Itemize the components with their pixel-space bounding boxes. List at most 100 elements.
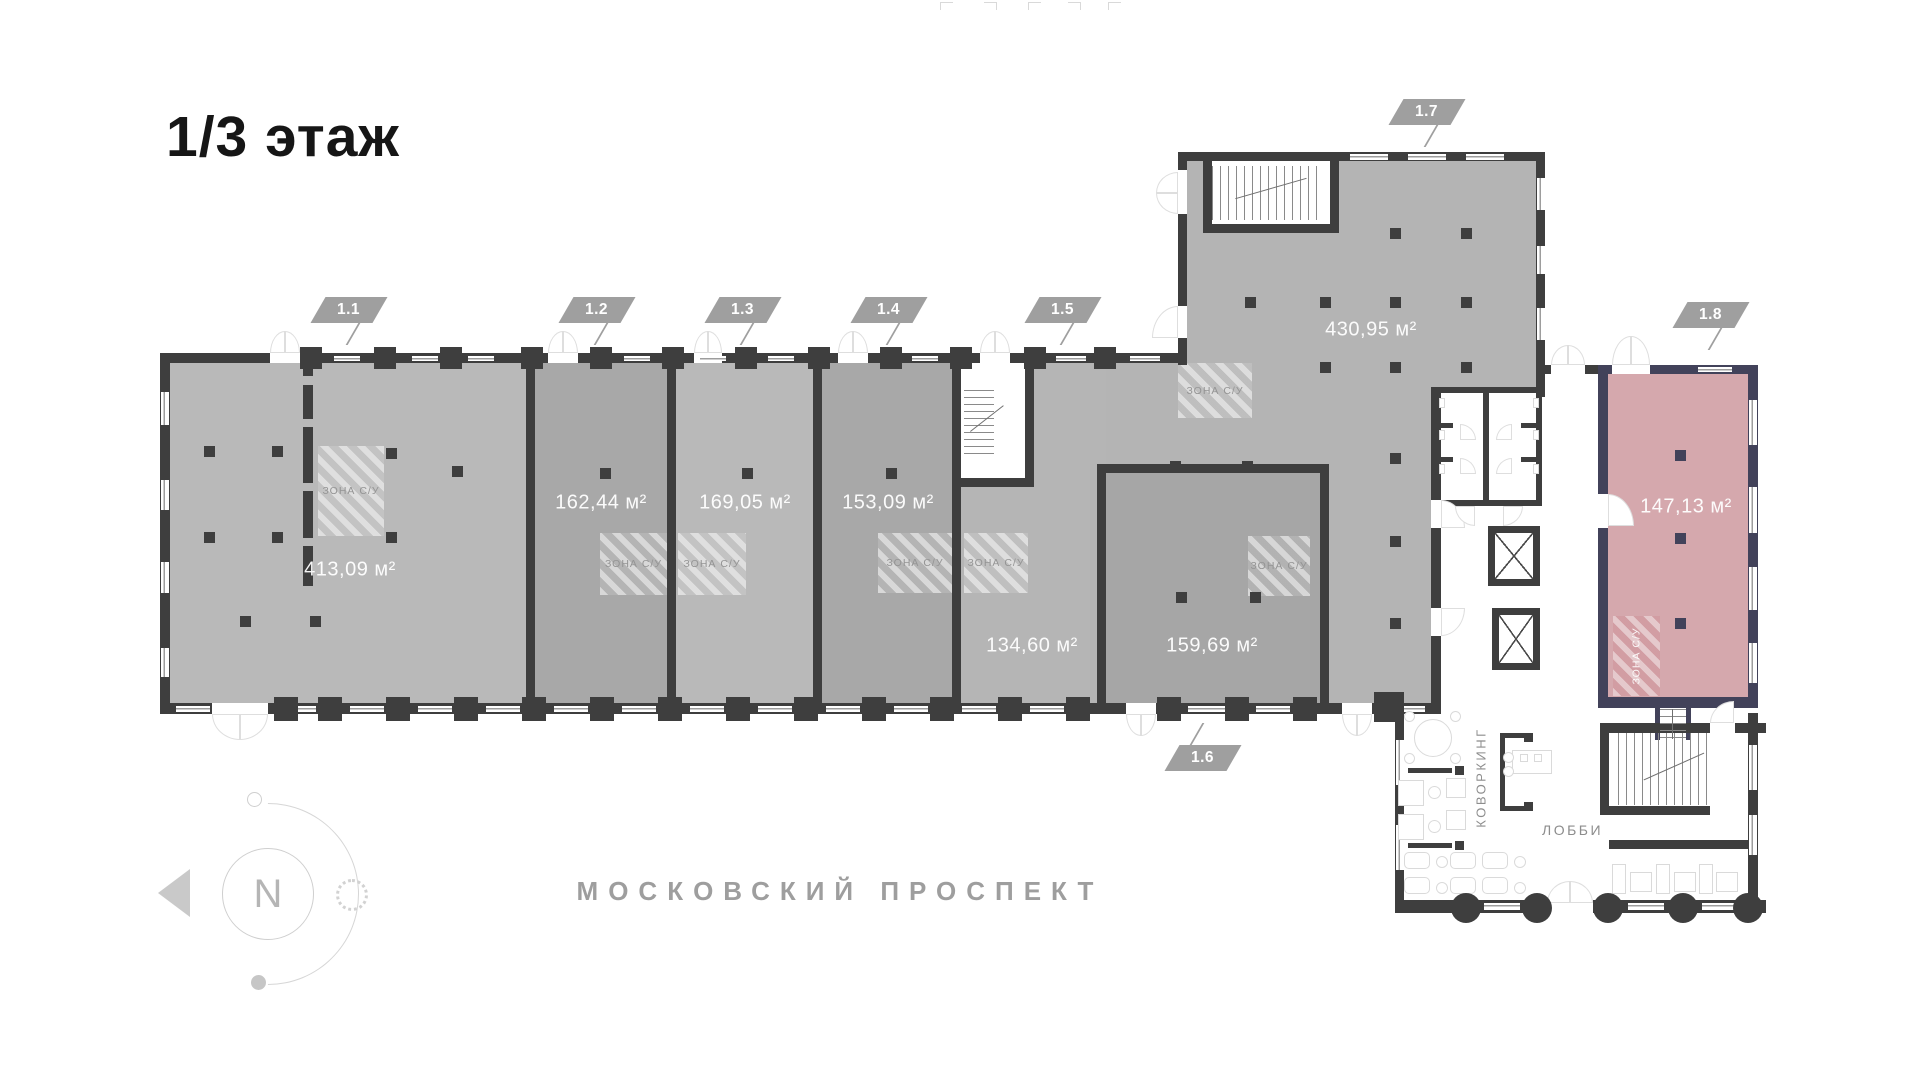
column xyxy=(1245,297,1256,308)
door-opening xyxy=(980,353,1010,363)
window xyxy=(1749,745,1757,790)
zone-su-label: ЗОНА С/У xyxy=(967,557,1025,569)
lobby-label: ЛОББИ xyxy=(1542,822,1604,838)
compass-dot-outline-icon xyxy=(247,792,262,807)
wall-segment xyxy=(1408,843,1452,848)
door-opening xyxy=(1431,500,1441,528)
stair-treads xyxy=(964,390,994,454)
column xyxy=(1675,450,1686,461)
zone-su-label: ЗОНА С/У xyxy=(1250,560,1308,572)
zone-su-hatch: ЗОНА С/У xyxy=(678,533,746,595)
column xyxy=(1390,228,1401,239)
wall-segment xyxy=(1524,802,1533,811)
door-swing-icon xyxy=(212,714,240,740)
wall-pier xyxy=(808,347,830,369)
furniture xyxy=(1503,766,1514,777)
wall-pier xyxy=(590,697,614,721)
door-swing-icon xyxy=(853,331,868,353)
furniture xyxy=(1533,430,1539,440)
zone-su-hatch: ЗОНА С/У xyxy=(964,533,1028,593)
door-swing-icon xyxy=(548,331,563,353)
compass-north-label: N xyxy=(253,871,283,916)
furniture xyxy=(1439,398,1445,408)
wall-pier xyxy=(662,347,684,369)
furniture xyxy=(1428,820,1441,833)
wall-segment xyxy=(1609,840,1757,849)
door-opening xyxy=(1612,365,1650,374)
wall-pier xyxy=(950,347,972,369)
door-opening xyxy=(1551,365,1585,374)
window xyxy=(554,706,588,712)
unit-1.2-floor[interactable] xyxy=(535,362,667,703)
wall-segment xyxy=(1609,723,1710,733)
wall-pier xyxy=(300,347,322,369)
furniture xyxy=(1503,752,1514,763)
door-swing-icon xyxy=(285,331,300,353)
door-swing-icon xyxy=(1156,193,1178,214)
window xyxy=(894,706,928,712)
unit-1.4-area-label: 153,09 м² xyxy=(842,491,934,514)
furniture xyxy=(1512,750,1552,774)
tag-unit-1.6[interactable]: 1.6 xyxy=(1164,745,1242,771)
tag-unit-1.4[interactable]: 1.4 xyxy=(850,297,928,323)
unit-1.4-floor[interactable] xyxy=(822,362,952,703)
window xyxy=(912,356,938,361)
wall-segment xyxy=(1203,161,1212,233)
wall-segment xyxy=(1455,766,1464,775)
door-swing-icon xyxy=(1568,345,1585,365)
column xyxy=(386,532,397,543)
elevator-shaft xyxy=(1492,608,1540,670)
column xyxy=(240,616,251,627)
wall-pier xyxy=(998,697,1022,721)
door-swing-icon xyxy=(1152,306,1178,338)
stair-treads xyxy=(1212,166,1322,220)
furniture xyxy=(1398,780,1424,806)
zone-su-hatch: ЗОНА С/У xyxy=(318,446,384,536)
door-swing-icon xyxy=(1547,881,1570,903)
door-opening xyxy=(1178,306,1187,338)
door-swing-icon xyxy=(270,331,285,353)
column xyxy=(272,532,283,543)
compass-circle: N xyxy=(222,848,314,940)
tag-unit-1.5[interactable]: 1.5 xyxy=(1024,297,1102,323)
wall-pier xyxy=(1066,697,1090,721)
wall-segment xyxy=(303,427,313,483)
tag-label: 1.8 xyxy=(1699,306,1723,323)
wall-segment xyxy=(952,353,961,714)
tag-label: 1.7 xyxy=(1415,103,1439,120)
door-swing-icon xyxy=(1570,881,1593,903)
coworking-label: КОВОРКИНГ xyxy=(1473,727,1489,828)
column xyxy=(204,532,215,543)
wall-pier xyxy=(386,697,410,721)
unit-1.7-floor[interactable] xyxy=(1329,362,1431,703)
unit-1.7-area-label: 430,95 м² xyxy=(1325,318,1417,341)
window xyxy=(176,706,210,712)
wall-segment xyxy=(1521,423,1537,428)
crop-mark xyxy=(1068,2,1081,10)
compass-dot-filled-icon xyxy=(251,975,266,990)
tag-unit-1.8[interactable]: 1.8 xyxy=(1672,302,1750,328)
tag-label: 1.1 xyxy=(337,301,361,318)
tag-unit-1.1[interactable]: 1.1 xyxy=(310,297,388,323)
furniture xyxy=(1716,872,1738,892)
window xyxy=(282,706,316,712)
column xyxy=(1320,362,1331,373)
column xyxy=(1390,618,1401,629)
wall-segment xyxy=(1431,526,1440,586)
crop-mark xyxy=(1028,2,1041,10)
tag-unit-1.3[interactable]: 1.3 xyxy=(704,297,782,323)
zone-su-label: ЗОНА С/У xyxy=(604,558,663,570)
furniture xyxy=(1450,877,1476,894)
tag-unit-1.7[interactable]: 1.7 xyxy=(1388,99,1466,125)
tag-unit-1.2[interactable]: 1.2 xyxy=(558,297,636,323)
unit-1.3-floor[interactable] xyxy=(676,362,813,703)
wall-segment xyxy=(1097,464,1329,473)
window xyxy=(161,562,169,593)
wall-segment xyxy=(1395,713,1404,913)
tag-label: 1.5 xyxy=(1051,301,1075,318)
column xyxy=(742,468,753,479)
wall-pier xyxy=(318,697,342,721)
wall-pier xyxy=(1225,697,1249,721)
furniture xyxy=(1439,464,1445,474)
wall-segment xyxy=(1524,733,1533,742)
